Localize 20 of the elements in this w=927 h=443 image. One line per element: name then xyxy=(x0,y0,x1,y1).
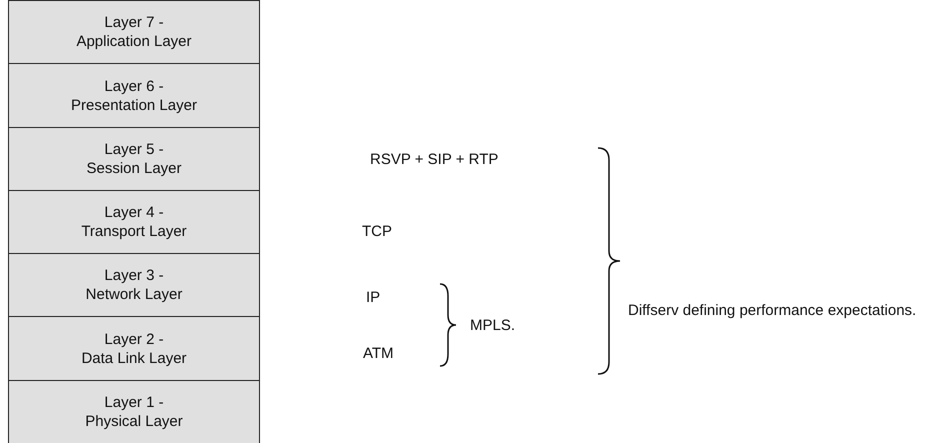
layer-name: Layer 2 - Data Link Layer xyxy=(81,330,187,368)
group-label: MPLS. xyxy=(470,316,516,335)
protocol-label: RSVP + SIP + RTP xyxy=(370,150,498,169)
layer-box xyxy=(8,63,260,128)
protocol-label: ATM xyxy=(363,344,394,363)
protocol-label: TCP xyxy=(362,222,392,241)
layer-name: Layer 4 - Transport Layer xyxy=(81,203,187,241)
layer-name: Layer 6 - Presentation Layer xyxy=(71,76,197,114)
layer-name: Layer 1 - Physical Layer xyxy=(85,393,183,431)
layer-box xyxy=(8,380,260,443)
layer-box xyxy=(8,190,260,254)
layer-name: Layer 5 - Session Layer xyxy=(86,140,182,178)
layer-box xyxy=(8,316,260,381)
layer-box xyxy=(8,127,260,191)
layer-box xyxy=(8,0,260,64)
note-text: Diffserv defining performance expectations. xyxy=(628,301,918,320)
protocol-label: IP xyxy=(366,288,380,307)
layer-name: Layer 7 - Application Layer xyxy=(76,13,192,51)
layer-name: Layer 3 - Network Layer xyxy=(86,266,182,304)
layer-box xyxy=(8,253,260,317)
